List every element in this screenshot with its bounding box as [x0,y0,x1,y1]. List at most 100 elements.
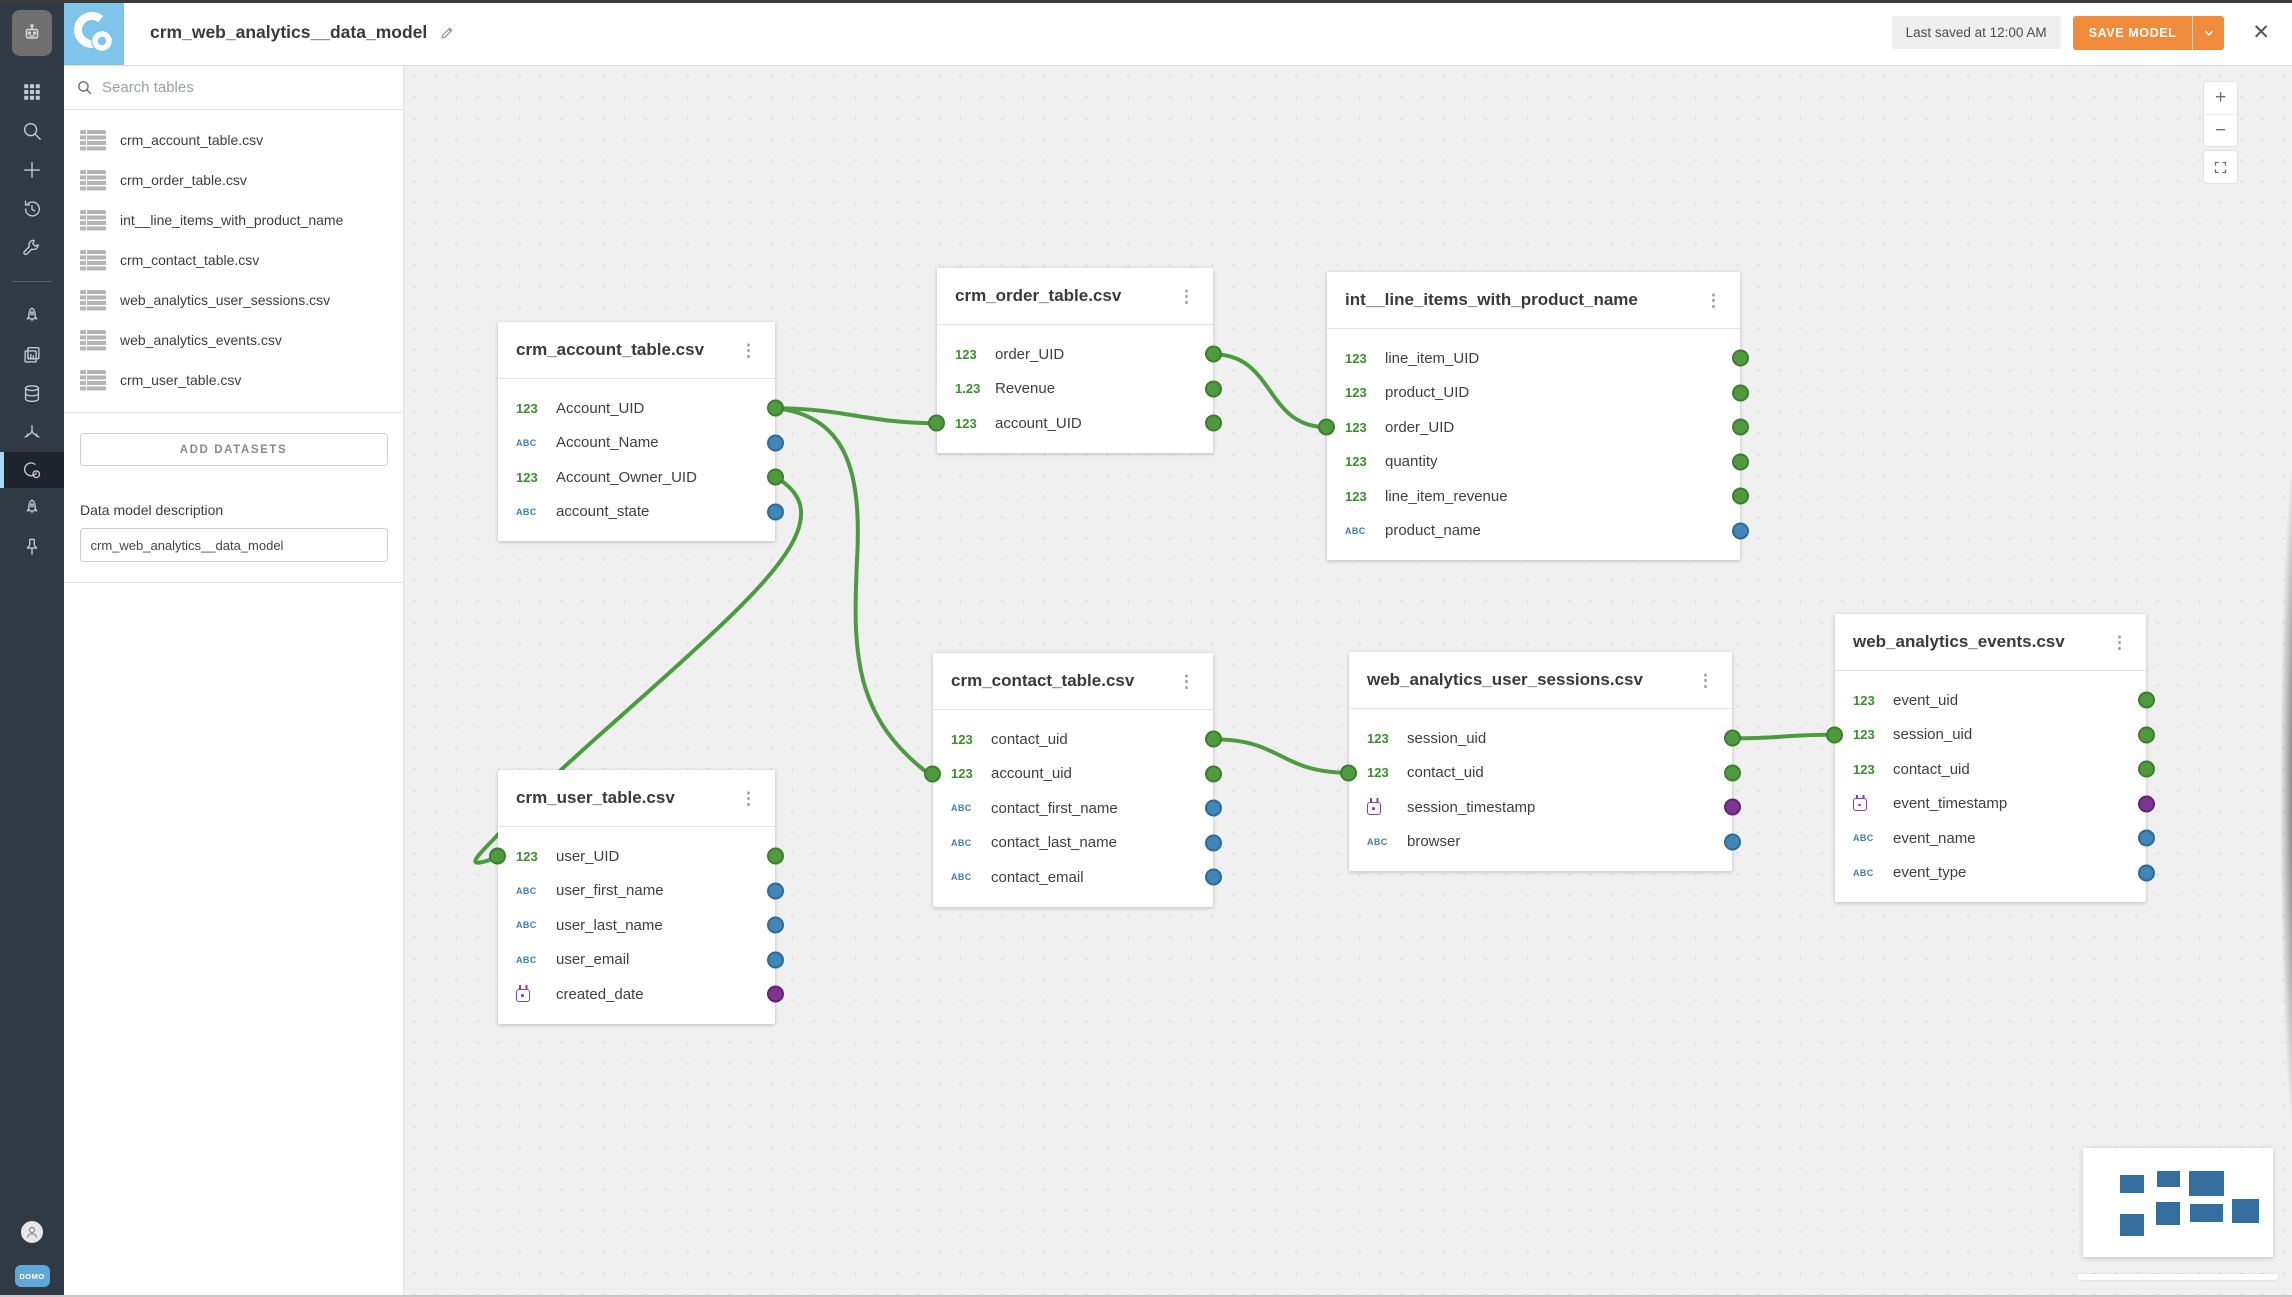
field-output-port[interactable] [767,916,784,934]
card-menu-button[interactable]: ⋮ [2107,632,2132,653]
field-output-port[interactable] [1724,764,1741,782]
field-output-port[interactable] [1205,414,1222,432]
relationship-edge[interactable] [1730,732,1837,741]
field-output-port[interactable] [2138,691,2155,709]
sidebar-table-item[interactable]: int__line_items_with_product_name [64,200,403,240]
relationship-edge[interactable] [1211,352,1329,430]
field-output-port[interactable] [1732,453,1749,471]
field-output-port[interactable] [767,468,784,486]
field-input-port[interactable] [1340,764,1357,782]
field-output-port[interactable] [2138,726,2155,744]
field-input-port[interactable] [489,847,506,865]
field-input-port[interactable] [924,765,941,783]
field-output-port[interactable] [767,503,784,521]
field-row[interactable]: session_timestamp [1349,790,1741,825]
field-output-port[interactable] [1732,487,1749,505]
field-row[interactable]: created_date [498,977,784,1012]
field-output-port[interactable] [1724,833,1741,851]
card-menu-button[interactable]: ⋮ [1701,290,1726,311]
relationship-edge[interactable] [1211,737,1351,775]
field-input-port[interactable] [1826,726,1843,744]
field-output-port[interactable] [767,399,784,417]
save-model-dropdown[interactable] [2192,15,2225,50]
field-row[interactable]: event_timestamp [1835,787,2155,822]
close-button[interactable]: ✕ [2252,21,2270,44]
rail-pages-icon[interactable] [0,335,64,374]
rail-data-model-icon[interactable] [0,452,64,488]
rail-grid-icon[interactable] [0,72,64,111]
rail-history-icon[interactable] [0,189,64,228]
sidebar-table-item[interactable]: web_analytics_events.csv [64,320,403,360]
field-output-port[interactable] [2138,795,2155,813]
field-output-port[interactable] [1732,418,1749,436]
field-output-port[interactable] [1724,798,1741,816]
field-output-port[interactable] [767,882,784,900]
field-output-port[interactable] [2138,864,2155,882]
assistant-robot-button[interactable] [12,10,52,56]
field-output-port[interactable] [1205,799,1222,817]
domo-badge[interactable]: DOMO [14,1265,50,1287]
field-output-port[interactable] [1732,384,1749,402]
sidebar-table-item[interactable]: web_analytics_user_sessions.csv [64,280,403,320]
save-model-button[interactable]: SAVE MODEL [2072,15,2193,50]
field-output-port[interactable] [767,985,784,1003]
card-menu-button[interactable]: ⋮ [1174,671,1199,692]
field-output-port[interactable] [2138,760,2155,778]
sidebar-table-item[interactable]: crm_user_table.csv [64,360,403,400]
rail-plus-icon[interactable] [0,150,64,189]
zoom-out-button[interactable]: − [2204,114,2237,146]
card-menu-button[interactable]: ⋮ [736,340,761,361]
rail-merge-icon[interactable] [0,413,64,452]
rail-search-icon[interactable] [0,111,64,150]
sidebar-table-item[interactable]: crm_contact_table.csv [64,240,403,280]
fit-view-button[interactable] [2204,151,2237,183]
field-output-port[interactable] [767,434,784,452]
edit-title-icon[interactable] [439,24,456,41]
rail-rocket2-icon[interactable] [0,488,64,527]
relationship-edge[interactable] [773,406,935,779]
field-input-port[interactable] [1318,418,1335,436]
card-menu-button[interactable]: ⋮ [1174,286,1199,307]
minimap[interactable] [2083,1148,2273,1257]
field-output-port[interactable] [1732,349,1749,367]
field-output-port[interactable] [1205,380,1222,398]
field-output-port[interactable] [767,951,784,969]
field-output-port[interactable] [1732,522,1749,540]
search-input[interactable] [102,79,391,96]
user-avatar[interactable] [21,1221,43,1243]
rail-rocket-icon[interactable] [0,296,64,335]
field-input-port[interactable] [928,414,945,432]
field-output-port[interactable] [1205,730,1222,748]
field-output-port[interactable] [1205,765,1222,783]
add-datasets-button[interactable]: ADD DATASETS [79,433,388,466]
